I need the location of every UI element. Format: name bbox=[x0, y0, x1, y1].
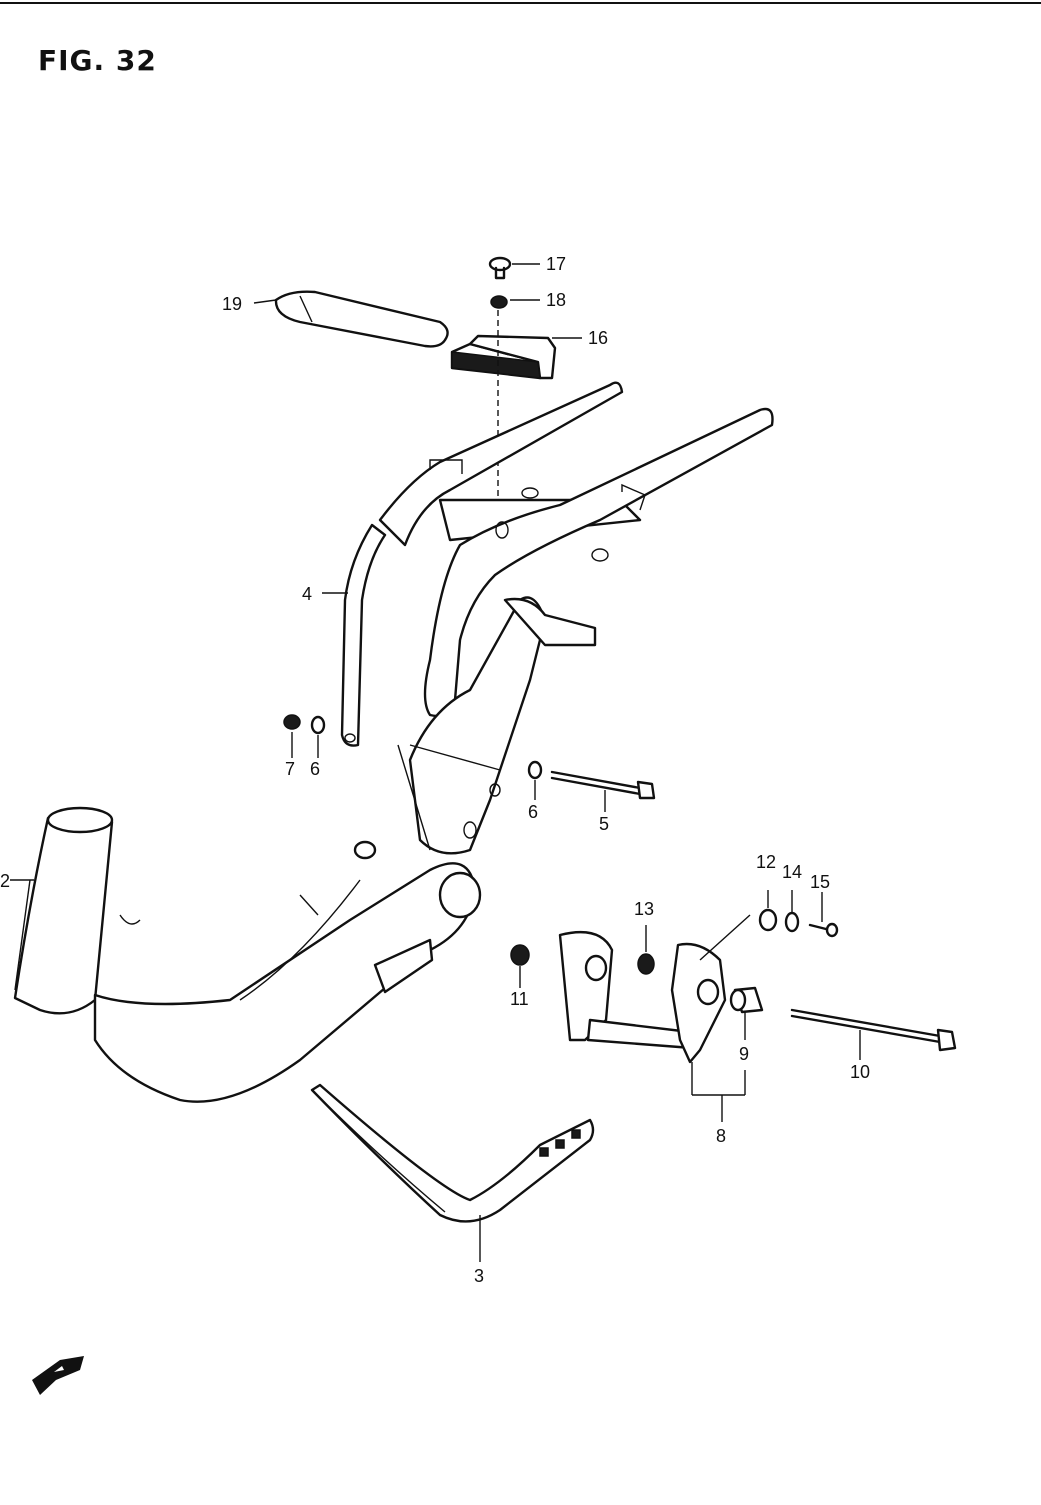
callout-14: 14 bbox=[782, 862, 802, 882]
leader-lines bbox=[10, 263, 861, 1262]
callout-12: 12 bbox=[756, 852, 776, 872]
callout-labels: 17 18 16 19 4 7 6 6 5 2 12 14 15 13 11 9… bbox=[0, 254, 870, 1286]
part-14-washer bbox=[784, 911, 800, 933]
part-2-main-frame bbox=[13, 596, 597, 1103]
callout-13: 13 bbox=[634, 899, 654, 919]
callout-2: 2 bbox=[0, 871, 10, 891]
part-9-bush bbox=[729, 986, 764, 1014]
part-3-stand-bracket bbox=[310, 1083, 595, 1223]
callout-17: 17 bbox=[546, 254, 566, 274]
part-10-bolt bbox=[790, 1008, 957, 1052]
callout-7: 7 bbox=[285, 759, 295, 779]
part-6-washer-right bbox=[527, 760, 543, 780]
callout-16: 16 bbox=[588, 328, 608, 348]
callout-11: 11 bbox=[510, 989, 529, 1009]
callout-18: 18 bbox=[546, 290, 566, 310]
callout-5: 5 bbox=[599, 814, 609, 834]
callout-15: 15 bbox=[810, 872, 830, 892]
callout-8: 8 bbox=[716, 1126, 726, 1146]
part-12-washer bbox=[758, 908, 778, 932]
part-11-nut bbox=[510, 944, 530, 966]
front-direction-arrow-icon bbox=[32, 1356, 84, 1395]
part-15-screw bbox=[808, 922, 839, 938]
part-8-stand-assembly bbox=[558, 931, 727, 1064]
callout-10: 10 bbox=[850, 1062, 870, 1082]
callout-9: 9 bbox=[739, 1044, 749, 1064]
part-7-nut bbox=[283, 714, 301, 730]
callout-3: 3 bbox=[474, 1266, 484, 1286]
callout-6-left: 6 bbox=[310, 759, 320, 779]
part-17-screw bbox=[488, 256, 512, 280]
part-13-washer bbox=[637, 953, 655, 975]
part-4-rear-frame bbox=[340, 381, 774, 747]
part-6-washer-left bbox=[310, 715, 326, 735]
part-16-bracket bbox=[450, 334, 557, 380]
part-18-nut bbox=[490, 295, 508, 309]
part-5-bolt bbox=[550, 770, 656, 800]
callout-4: 4 bbox=[302, 584, 312, 604]
figure-title: FIG. 32 bbox=[38, 44, 157, 77]
part-19-cover bbox=[274, 290, 449, 348]
callout-6-right: 6 bbox=[528, 802, 538, 822]
callout-19: 19 bbox=[222, 294, 242, 314]
